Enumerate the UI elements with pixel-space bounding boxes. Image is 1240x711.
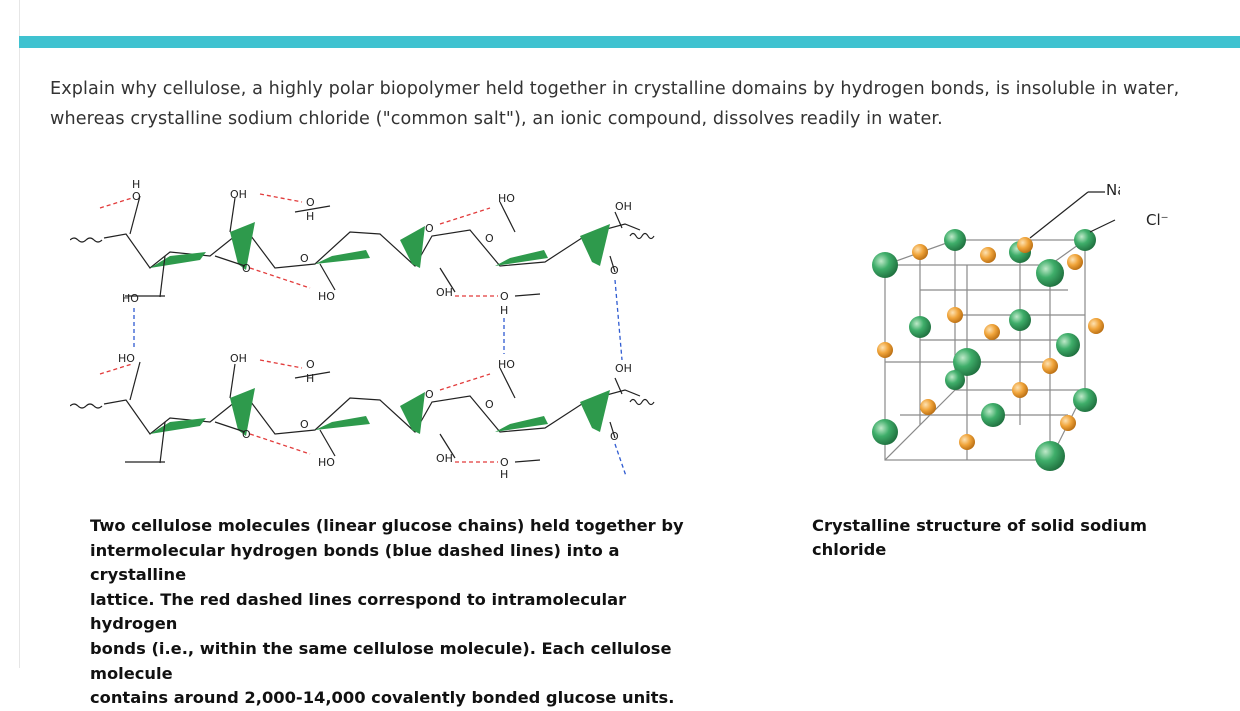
cellulose-chain-upper: H O OH O H HO OH HO HO OH O H bbox=[70, 178, 655, 317]
header-accent-bar bbox=[19, 36, 1240, 48]
question-line-2: whereas crystalline sodium chloride ("co… bbox=[50, 109, 943, 129]
label-h: H bbox=[132, 178, 140, 191]
label-ho: HO bbox=[498, 358, 515, 371]
label-oh: OH bbox=[615, 362, 632, 375]
label-ho: HO bbox=[318, 290, 335, 303]
cl-label: Cl⁻ bbox=[1146, 211, 1169, 229]
label-h: H bbox=[306, 372, 314, 385]
label-ho: HO bbox=[498, 192, 515, 205]
caption-line-5: contains around 2,000-14,000 covalently … bbox=[90, 688, 675, 708]
label-h: H bbox=[306, 210, 314, 223]
left-border bbox=[0, 0, 20, 668]
nacl-caption: Crystalline structure of solid sodium ch… bbox=[812, 516, 1147, 559]
na-label: Na⁺ bbox=[1106, 181, 1120, 199]
intermolecular-hbonds bbox=[133, 279, 627, 477]
label-oh: OH bbox=[436, 286, 453, 299]
label-oh: OH bbox=[615, 200, 632, 213]
caption-line-1: Two cellulose molecules (linear glucose … bbox=[90, 516, 684, 535]
label-ho: HO bbox=[318, 456, 335, 469]
label-o: O bbox=[500, 456, 509, 469]
chloride-ions bbox=[872, 229, 1097, 471]
label-o: O bbox=[132, 190, 141, 203]
caption-line-2: intermolecular hydrogen bonds (blue dash… bbox=[90, 540, 620, 585]
label-h: H bbox=[500, 304, 508, 317]
label-oh: OH bbox=[436, 452, 453, 465]
label-o: O bbox=[306, 358, 315, 371]
label-h: H bbox=[500, 468, 508, 481]
label-o: O bbox=[306, 196, 315, 209]
cellulose-diagram: O O O O O H O OH O H HO OH HO HO OH O H … bbox=[70, 178, 655, 481]
label-o: O bbox=[500, 290, 509, 303]
label-ho: HO bbox=[118, 352, 135, 365]
sodium-ions bbox=[877, 237, 1104, 450]
question-line-1: Explain why cellulose, a highly polar bi… bbox=[50, 79, 1180, 99]
caption-line-3: lattice. The red dashed lines correspond… bbox=[90, 589, 627, 634]
label-ho: HO bbox=[122, 292, 139, 305]
cellulose-caption: Two cellulose molecules (linear glucose … bbox=[90, 514, 710, 711]
cellulose-chain-lower: HO OH O H HO OH HO OH O H bbox=[70, 352, 655, 481]
nacl-lattice-diagram: Na⁺ bbox=[872, 181, 1120, 471]
label-oh: OH bbox=[230, 352, 247, 365]
label-oh: OH bbox=[230, 188, 247, 201]
question-text: Explain why cellulose, a highly polar bi… bbox=[50, 74, 1200, 134]
caption-line-4: bonds (i.e., within the same cellulose m… bbox=[90, 638, 672, 683]
